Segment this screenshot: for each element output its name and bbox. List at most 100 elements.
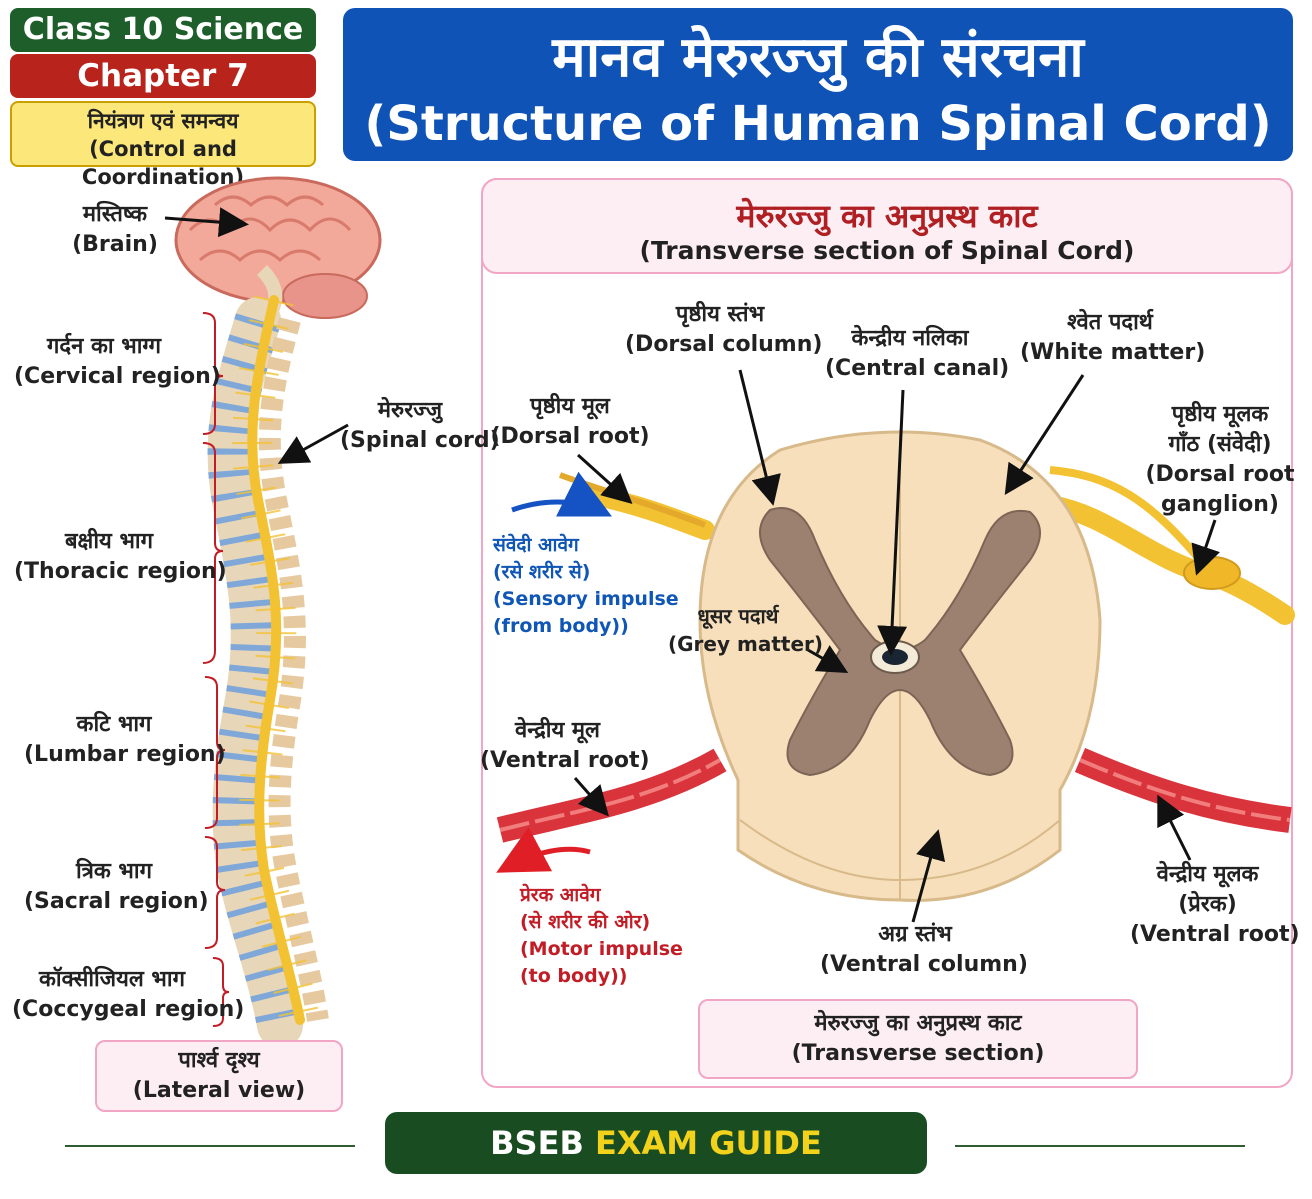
- central-canal-arrow: [877, 389, 908, 656]
- ventral-root-label: वेन्द्रीय मूल (Ventral root): [480, 716, 650, 776]
- white-matter-label: श्वेत पदार्थ (White matter): [1020, 308, 1206, 368]
- sacral-label-english: (Sacral region): [24, 889, 209, 914]
- dorsal-column-arrow: [738, 369, 781, 506]
- brain-label: मस्तिष्क (Brain): [55, 200, 175, 260]
- motor-impulse-hindi-2: (से शरीर की ओर): [520, 911, 651, 933]
- brain-arrow: [164, 207, 249, 238]
- grey-matter-label: धूसर पदार्थ (Grey matter): [668, 602, 824, 658]
- transverse-caption-english: (Transverse section): [791, 1041, 1045, 1066]
- dorsal-column-label-english: (Dorsal column): [625, 332, 823, 357]
- lateral-view-caption: पार्श्व दृश्य (Lateral view): [95, 1040, 343, 1112]
- transverse-caption-hindi: मेरुरज्जु का अनुप्रस्थ काट: [814, 1011, 1022, 1036]
- dorsal-root-arrow: [576, 453, 633, 505]
- thoracic-label-english: (Thoracic region): [14, 559, 227, 584]
- transverse-section-caption: मेरुरज्जु का अनुप्रस्थ काट (Transverse s…: [698, 999, 1138, 1079]
- motor-impulse-english-1: (Motor impulse: [520, 938, 683, 960]
- footer-rule-left: [65, 1145, 355, 1147]
- region-brackets: [202, 312, 230, 1027]
- lumbar-label-english: (Lumbar region): [24, 742, 226, 767]
- dorsal-root-label-english: (Dorsal root): [490, 424, 650, 449]
- sacral-label-hindi: त्रिक भाग: [76, 859, 152, 884]
- white-matter-arrow: [1004, 374, 1085, 496]
- central-canal-label-hindi: केन्द्रीय नलिका: [851, 326, 969, 351]
- lumbar-label-hindi: कटि भाग: [76, 712, 152, 737]
- white-matter-label-english: (White matter): [1020, 340, 1206, 365]
- transverse-header: मेरुरज्जु का अनुप्रस्थ काट (Transverse s…: [481, 178, 1293, 274]
- vertebral-column: [207, 295, 329, 1048]
- title-hindi: मानव मेरुरज्जु की संरचना: [552, 25, 1084, 90]
- spinal-cord-label-english: (Spinal cord): [340, 428, 500, 453]
- ganglion-label-hindi-2: गाँठ (संवेदी): [1168, 432, 1272, 457]
- grey-matter-label-hindi: धूसर पदार्थ: [697, 604, 779, 628]
- footer-exam-guide: EXAM GUIDE: [594, 1124, 822, 1162]
- dorsal-column-label-hindi: पृष्ठीय स्तंभ: [675, 302, 765, 327]
- ventral-column-label-english: (Ventral column): [820, 952, 1028, 977]
- ventral-root-label-hindi: वेन्द्रीय मूल: [515, 718, 600, 743]
- central-canal-label: केन्द्रीय नलिका (Central canal): [825, 324, 1010, 384]
- motor-impulse-label: प्रेरक आवेग (से शरीर की ओर) (Motor impul…: [520, 882, 683, 990]
- ventral-root-motor-hindi-2: (प्रेरक): [1178, 892, 1237, 917]
- motor-impulse-english-2: (to body)): [520, 965, 628, 987]
- motor-impulse-hindi-1: प्रेरक आवेग: [520, 884, 601, 906]
- central-canal: [882, 649, 908, 665]
- chapter-badge: Chapter 7: [10, 54, 316, 98]
- ventral-root-label-english: (Ventral root): [480, 748, 650, 773]
- coccygeal-label-hindi: कॉक्सीजियल भाग: [39, 967, 185, 992]
- ganglion-arrow: [1191, 519, 1220, 576]
- ganglion-label-english-2: ganglion): [1161, 492, 1279, 517]
- dorsal-root-ganglion: [1183, 556, 1241, 590]
- ganglion-label-english-1: (Dorsal root: [1145, 462, 1295, 487]
- ventral-root-motor-english: (Ventral root): [1130, 922, 1300, 947]
- ventral-column-label-hindi: अग्र स्तंभ: [878, 922, 952, 947]
- topic-english: (Control and Coordination): [81, 137, 245, 189]
- white-matter-label-hindi: श्वेत पदार्थ: [1067, 310, 1153, 335]
- sensory-impulse-hindi-1: संवेदी आवेग: [493, 534, 579, 556]
- ventral-column-label: अग्र स्तंभ (Ventral column): [820, 920, 1028, 980]
- spinal-cord-label-hindi: मेरुरज्जु: [377, 398, 443, 423]
- title-english: (Structure of Human Spinal Cord): [364, 96, 1272, 152]
- brain-label-hindi: मस्तिष्क: [82, 202, 148, 227]
- dorsal-root-label-hindi: पृष्ठीय मूल: [530, 394, 610, 419]
- ventral-root-motor-label: वेन्द्रीय मूलक (प्रेरक) (Ventral root): [1130, 860, 1300, 950]
- lateral-view-caption-hindi: पार्श्व दृश्य: [178, 1048, 260, 1073]
- sensory-impulse-hindi-2: (रसे शरीर से): [493, 561, 591, 583]
- dorsal-column-label: पृष्ठीय स्तंभ (Dorsal column): [625, 300, 823, 360]
- lumbar-label: कटि भाग (Lumbar region): [24, 710, 226, 770]
- spinal-cord-label: मेरुरज्जु (Spinal cord): [340, 396, 500, 456]
- topic-badge: नियंत्रण एवं समन्वय (Control and Coordin…: [10, 101, 316, 189]
- ventral-root-motor-hindi-1: वेन्द्रीय मूलक: [1156, 862, 1259, 887]
- cervical-label-hindi: गर्दन का भाग्ग: [47, 334, 161, 359]
- grey-matter-arrow: [807, 645, 849, 673]
- footer-banner: BSEB EXAM GUIDE: [385, 1112, 927, 1174]
- transverse-header-hindi: मेरुरज्जु का अनुप्रस्थ काट: [736, 197, 1038, 235]
- ventral-root-arrow: [573, 777, 609, 817]
- lateral-view-caption-english: (Lateral view): [132, 1078, 306, 1103]
- sacral-label: त्रिक भाग (Sacral region): [24, 857, 209, 917]
- coccygeal-label-english: (Coccygeal region): [12, 997, 245, 1022]
- footer-rule-right: [955, 1145, 1245, 1147]
- cervical-label: गर्दन का भाग्ग (Cervical region): [14, 332, 221, 392]
- brain-label-english: (Brain): [72, 232, 158, 257]
- grey-matter-label-english: (Grey matter): [668, 632, 824, 656]
- ventral-nerve-left: [496, 748, 727, 843]
- sensory-impulse-label: संवेदी आवेग (रसे शरीर से) (Sensory impul…: [493, 532, 679, 640]
- dorsal-root-ganglion-label: पृष्ठीय मूलक गाँठ (संवेदी) (Dorsal root …: [1140, 400, 1300, 520]
- class-badge: Class 10 Science: [10, 8, 316, 52]
- spinal-cord-arrow: [277, 423, 349, 464]
- motor-impulse-arrow: [496, 827, 591, 873]
- transverse-header-english: (Transverse section of Spinal Cord): [639, 236, 1135, 265]
- sensory-impulse-arrow: [511, 471, 612, 517]
- coccygeal-label: कॉक्सीजियल भाग (Coccygeal region): [12, 965, 245, 1025]
- title-banner: मानव मेरुरज्जु की संरचना (Structure of H…: [343, 8, 1293, 161]
- thoracic-label-hindi: बक्षीय भाग: [64, 529, 153, 554]
- ventral-nerve-right: [1074, 748, 1292, 833]
- footer-brand: BSEB: [490, 1124, 584, 1162]
- topic-hindi: नियंत्रण एवं समन्वय: [87, 109, 239, 133]
- sensory-impulse-english-2: (from body)): [493, 615, 629, 637]
- sensory-impulse-english-1: (Sensory impulse: [493, 588, 679, 610]
- central-canal-label-english: (Central canal): [825, 356, 1010, 381]
- ventral-column-arrow: [911, 829, 946, 923]
- cervical-label-english: (Cervical region): [14, 364, 221, 389]
- ganglion-label-hindi-1: पृष्ठीय मूलक: [1171, 402, 1269, 427]
